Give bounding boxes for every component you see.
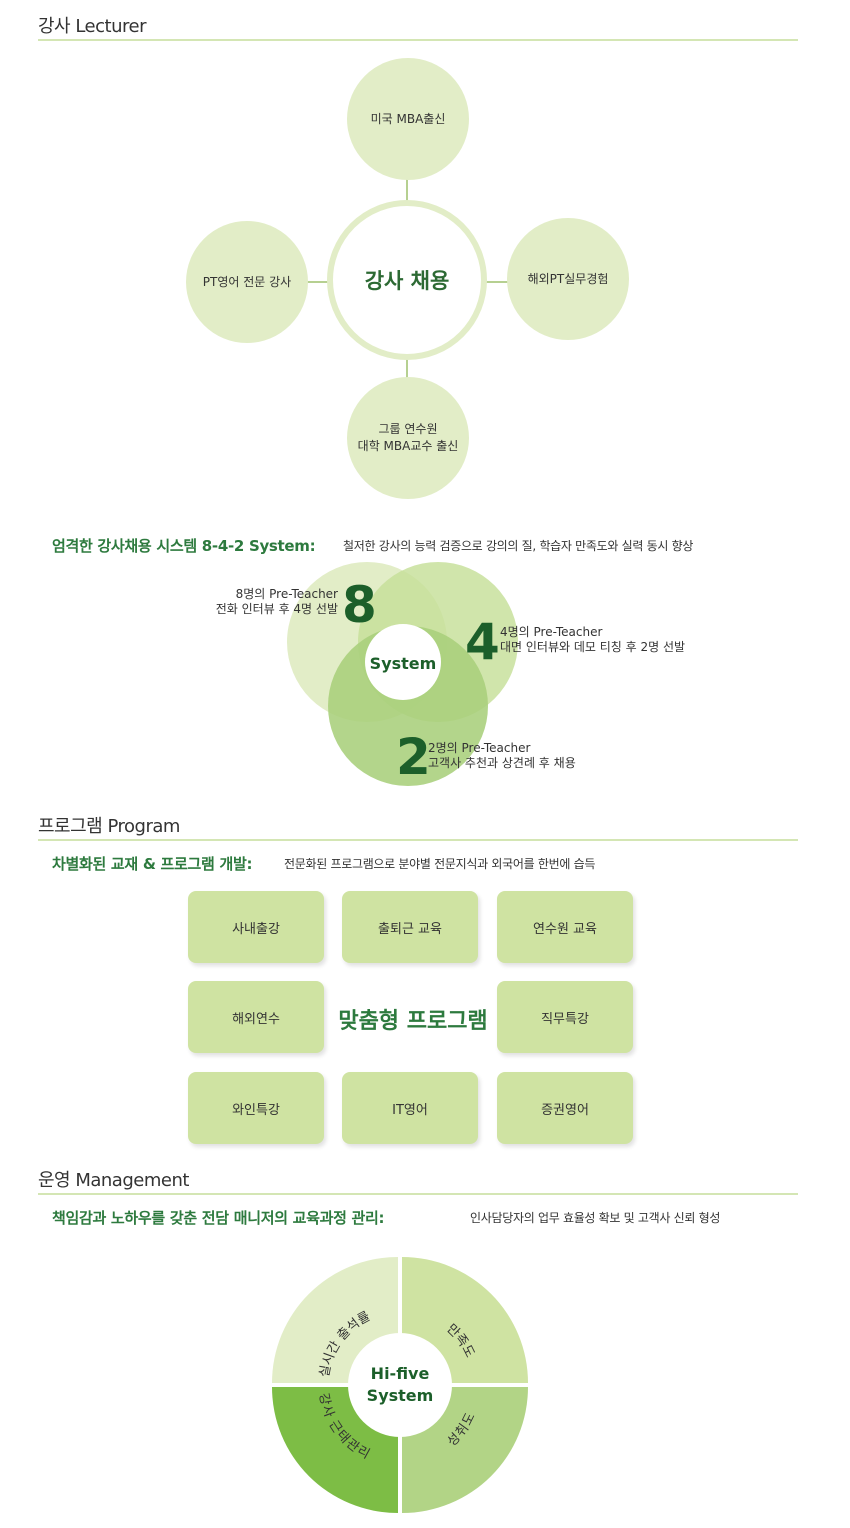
lecturer-circle-right: 해외PT실무경험: [507, 218, 629, 340]
step-4-line2: 대면 인터뷰와 데모 티칭 후 2명 선발: [500, 640, 686, 654]
system-heading: 엄격한 강사채용 시스템 8-4-2 System:: [52, 537, 316, 555]
circle-label-line1: 그룹 연수원: [378, 422, 438, 436]
program-item: 증권영어: [497, 1072, 633, 1144]
step-8-text: 8명의 Pre-Teacher 전화 인터뷰 후 4명 선발: [206, 587, 338, 617]
program-description: 전문화된 프로그램으로 분야별 전문지식과 외국어를 한번에 습득: [284, 857, 596, 871]
lecturer-center-circle: 강사 채용: [327, 200, 487, 360]
step-2-text: 2명의 Pre-Teacher 고객사 추천과 상견례 후 채용: [428, 741, 576, 771]
circle-label: 해외PT실무경험: [527, 271, 609, 286]
section-divider: [38, 839, 798, 841]
connector-line: [406, 178, 408, 208]
step-2-number: 2: [396, 728, 431, 786]
system-description: 철저한 강사의 능력 검증으로 강의의 질, 학습자 만족도와 실력 동시 향상: [343, 539, 694, 553]
connector-line: [406, 352, 408, 380]
program-item: IT영어: [342, 1072, 478, 1144]
program-item: 출퇴근 교육: [342, 891, 478, 963]
step-4-text: 4명의 Pre-Teacher 대면 인터뷰와 데모 티칭 후 2명 선발: [500, 625, 685, 655]
connector-line: [486, 281, 508, 283]
hi-five-label-line2: System: [367, 1386, 434, 1405]
step-4-line1: 4명의 Pre-Teacher: [500, 625, 603, 639]
section-title-management: 운영 Management: [38, 1170, 189, 1191]
section-divider: [38, 1193, 798, 1195]
step-2-line2: 고객사 추천과 상견례 후 채용: [428, 756, 576, 770]
venn-center-circle: [365, 624, 441, 700]
step-8-line1: 8명의 Pre-Teacher: [235, 587, 338, 601]
hi-five-diagram: 실시간 출석률 만족도 성취도 강사 근태관리 Hi-five System: [272, 1257, 528, 1513]
step-8-line2: 전화 인터뷰 후 4명 선발: [215, 602, 338, 616]
program-item: 사내출강: [188, 891, 324, 963]
program-item: 직무특강: [497, 981, 633, 1053]
program-heading: 차별화된 교재 & 프로그램 개발:: [52, 855, 253, 873]
program-item: 와인특강: [188, 1072, 324, 1144]
circle-label: 미국 MBA출신: [370, 111, 446, 126]
step-8-number: 8: [342, 576, 377, 634]
management-description: 인사담당자의 업무 효율성 확보 및 고객사 신뢰 형성: [470, 1211, 721, 1225]
circle-label-line2: 대학 MBA교수 출신: [357, 439, 459, 453]
program-item: 해외연수: [188, 981, 324, 1053]
section-title-program: 프로그램 Program: [38, 816, 180, 837]
section-title-lecturer: 강사 Lecturer: [38, 16, 146, 37]
venn-center-label: System: [370, 654, 437, 673]
connector-line: [307, 281, 329, 283]
step-4-number: 4: [465, 613, 500, 671]
hi-five-label-line1: Hi-five: [371, 1364, 430, 1383]
program-item: 연수원 교육: [497, 891, 633, 963]
program-center-label: 맞춤형 프로그램: [338, 1009, 488, 1034]
hi-five-center-circle: [348, 1333, 452, 1437]
circle-label: 그룹 연수원 대학 MBA교수 출신: [358, 421, 459, 455]
lecturer-circle-left: PT영어 전문 강사: [186, 221, 308, 343]
center-label: 강사 채용: [364, 269, 450, 293]
lecturer-circle-bottom: 그룹 연수원 대학 MBA교수 출신: [347, 377, 469, 499]
system-venn-diagram: System: [287, 562, 518, 786]
management-heading: 책임감과 노하우를 갖춘 전담 매니저의 교육과정 관리:: [52, 1209, 385, 1227]
section-divider: [38, 39, 798, 41]
lecturer-circle-top: 미국 MBA출신: [347, 58, 469, 180]
circle-label: PT영어 전문 강사: [202, 274, 292, 289]
step-2-line1: 2명의 Pre-Teacher: [428, 741, 531, 755]
